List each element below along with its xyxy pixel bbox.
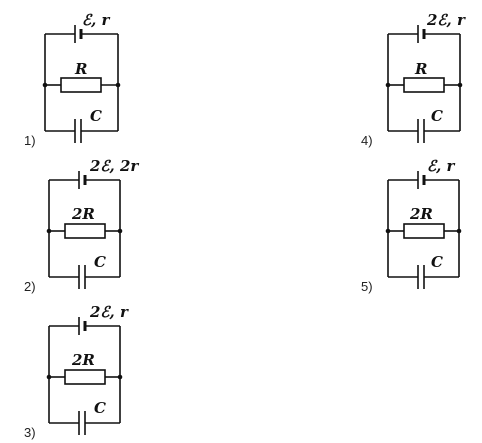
capacitor-label: C [90,107,102,125]
resistor-label: R [74,60,87,78]
junction-node [385,228,391,234]
resistor [64,223,106,239]
circuit-number: 3) [24,425,36,440]
junction-node [46,374,52,380]
junction-node [457,82,463,88]
circuit-number: 1) [24,133,36,148]
capacitor-label: C [94,253,106,271]
circuit-number: 4) [361,133,373,148]
circuit-diagram: 2ℰ, r R C [385,11,466,143]
source-label: ℰ, r [427,157,456,175]
resistor [403,223,445,239]
junction-node [42,82,48,88]
capacitor-label: C [431,253,443,271]
circuit-diagram: ℰ, r 2R C [385,157,462,289]
resistor-label: 2R [71,351,95,369]
resistor [60,77,102,93]
circuit-wiring [385,171,462,289]
circuit-number: 2) [24,279,36,294]
circuit-number: 5) [361,279,373,294]
resistor [64,369,106,385]
circuit-wiring [46,317,123,435]
source-label: 2ℰ, r [89,303,129,321]
junction-node [115,82,121,88]
junction-node [117,374,123,380]
source-label: 2ℰ, 2r [89,157,139,175]
circuit-diagram: 2ℰ, 2r 2R C [46,157,139,289]
circuit-diagram: ℰ, r R C [42,11,121,143]
resistor-label: 2R [71,205,95,223]
circuit-wiring [385,25,463,143]
resistor [403,77,445,93]
junction-node [456,228,462,234]
capacitor-label: C [94,399,106,417]
resistor-label: R [414,60,427,78]
source-label: ℰ, r [82,11,111,29]
junction-node [117,228,123,234]
circuit-diagram: 2ℰ, r 2R C [46,303,129,435]
capacitor-label: C [431,107,443,125]
junction-node [385,82,391,88]
junction-node [46,228,52,234]
source-label: 2ℰ, r [426,11,466,29]
circuit-wiring [42,25,121,143]
circuit-wiring [46,171,123,289]
resistor-label: 2R [409,205,433,223]
